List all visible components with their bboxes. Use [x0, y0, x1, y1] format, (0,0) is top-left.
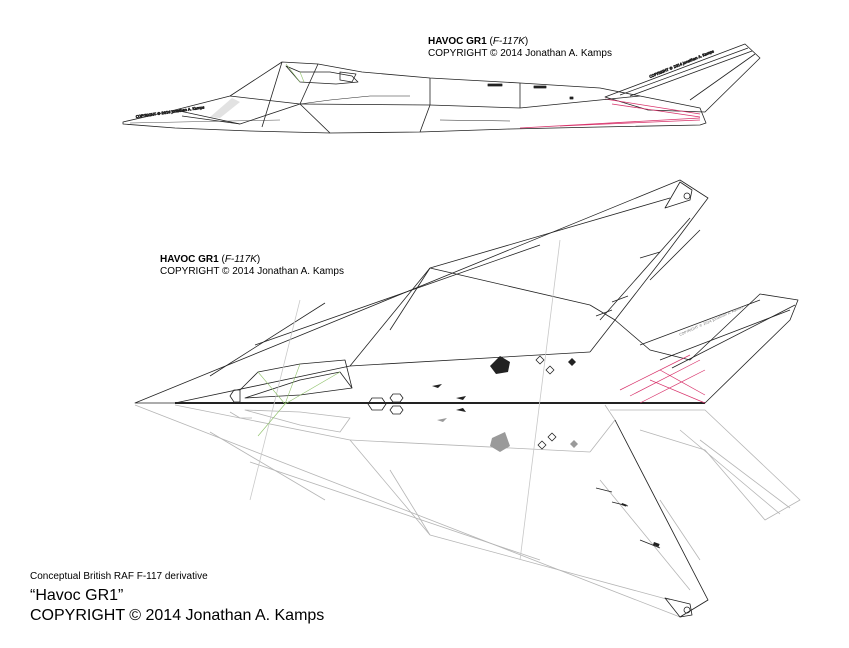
- top-upper-half: [134, 179, 799, 561]
- top-main-outline: [134, 179, 799, 404]
- side-fuselage-outline: [122, 61, 707, 134]
- side-view-title: HAVOC GR1: [428, 36, 487, 47]
- caption-name: “Havoc GR1”: [30, 586, 124, 604]
- side-view-drawing: COPYRIGHT © 2014 Jonathan A. Kamps COPYR…: [122, 43, 761, 134]
- top-lower-diamonds: [537, 432, 557, 450]
- top-canopy-green: [257, 363, 341, 437]
- top-view-label: HAVOC GR1 (F-117K) COPYRIGHT © 2014 Jona…: [160, 254, 344, 277]
- side-pink-lines: [519, 98, 701, 129]
- top-lower-half: [134, 404, 801, 618]
- side-view-paren-open: (: [486, 36, 493, 47]
- side-canopy-green: [285, 63, 305, 83]
- top-lower-wing-trailing: [595, 419, 709, 618]
- top-view-paren-open: (: [218, 254, 225, 265]
- top-markings: [432, 356, 576, 412]
- side-view-label: HAVOC GR1 (F-117K) COPYRIGHT © 2014 Jona…: [428, 36, 612, 59]
- side-view-copyright: COPYRIGHT © 2014 Jonathan A. Kamps: [428, 47, 612, 59]
- top-fin-tag: COPYRIGHT © 2014 Jonathan A. Kamps: [679, 305, 744, 337]
- side-view-paren-close: ): [524, 36, 529, 47]
- caption-block: Conceptual British RAF F-117 derivative …: [30, 571, 324, 627]
- top-view-drawing: COPYRIGHT © 2014 Jonathan A. Kamps: [134, 179, 801, 618]
- top-diamonds: [535, 355, 555, 375]
- side-view-model: F-117K: [492, 36, 525, 47]
- top-view-paren-close: ): [256, 254, 261, 265]
- top-view-copyright: COPYRIGHT © 2014 Jonathan A. Kamps: [160, 265, 344, 277]
- caption-copyright: COPYRIGHT © 2014 Jonathan A. Kamps: [30, 606, 325, 624]
- side-tail-fin: [604, 43, 761, 113]
- caption-description: Conceptual British RAF F-117 derivative: [30, 571, 208, 582]
- side-nose-tag: COPYRIGHT © 2014 Jonathan A. Kamps: [136, 105, 205, 119]
- top-view-title: HAVOC GR1: [160, 254, 219, 265]
- top-view-model: F-117K: [224, 254, 257, 265]
- top-lower-marks: [437, 418, 578, 452]
- top-pink-lines: [619, 354, 706, 404]
